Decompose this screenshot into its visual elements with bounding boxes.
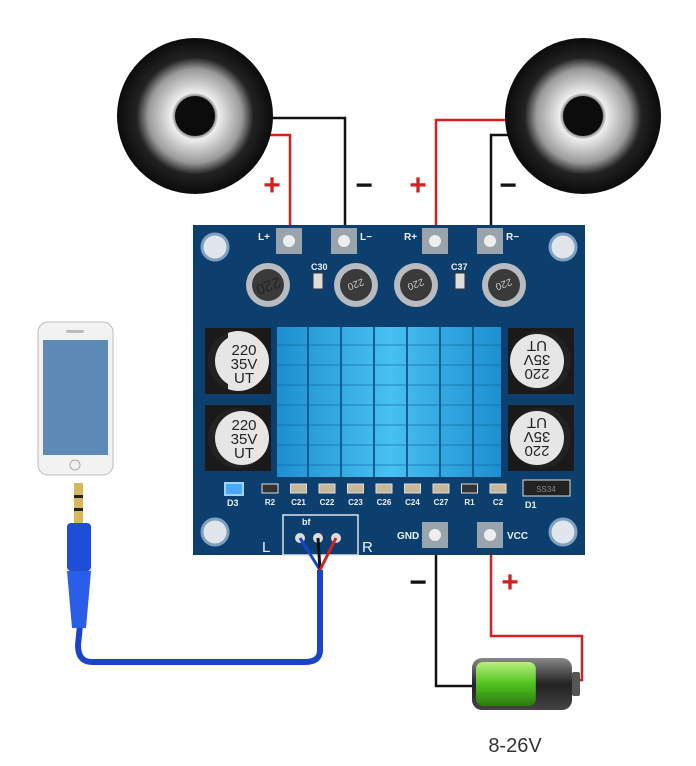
- battery-voltage-label: 8-26V: [488, 735, 542, 757]
- smd-label: R1: [464, 498, 475, 507]
- smd-component: [432, 483, 450, 494]
- svg-text:220: 220: [524, 365, 549, 382]
- svg-text:UT: UT: [234, 445, 254, 462]
- svg-text:35V: 35V: [524, 428, 551, 445]
- label-d3: D3: [227, 498, 239, 508]
- smd-row: R2 C21 C22 C23 C26 C24 C27 R1 C2: [261, 483, 507, 507]
- smd-label: C2: [493, 498, 504, 507]
- smd-label: C27: [434, 498, 449, 507]
- svg-text:220: 220: [231, 342, 256, 359]
- label-input-r: R: [362, 539, 373, 556]
- smd-label: R2: [265, 498, 276, 507]
- inductors: 220 220 220 220: [246, 263, 526, 307]
- smd-component: [318, 483, 336, 494]
- label-d1: D1: [525, 500, 537, 510]
- svg-text:220: 220: [231, 417, 256, 434]
- smd-component: [461, 483, 478, 494]
- svg-text:35V: 35V: [231, 356, 258, 373]
- smd-component: [347, 483, 364, 494]
- svg-text:SS34: SS34: [536, 485, 556, 494]
- left-plus-sign: +: [263, 169, 281, 202]
- label-c30: C30: [311, 262, 328, 272]
- smd-label: C22: [320, 498, 335, 507]
- left-speaker: [117, 38, 273, 194]
- label-r-plus: R+: [404, 232, 417, 243]
- smd-component: [489, 483, 507, 494]
- right-positive-wire: [434, 118, 515, 238]
- label-l-plus: L+: [258, 232, 270, 243]
- smd-component: [375, 483, 393, 494]
- smd-label: C23: [348, 498, 363, 507]
- label-vcc: VCC: [507, 531, 528, 542]
- svg-text:UT: UT: [527, 414, 547, 431]
- heatsink: [277, 327, 501, 477]
- svg-text:220: 220: [524, 442, 549, 459]
- svg-text:UT: UT: [234, 370, 254, 387]
- right-plus-sign: +: [409, 169, 427, 202]
- label-gnd: GND: [397, 531, 419, 542]
- smd-label: C26: [377, 498, 392, 507]
- svg-text:35V: 35V: [524, 351, 551, 368]
- gnd-minus-sign: −: [409, 566, 427, 599]
- label-input-l: L: [262, 539, 270, 556]
- right-minus-sign: −: [499, 169, 517, 202]
- svg-text:35V: 35V: [231, 431, 258, 448]
- vcc-plus-sign: +: [501, 566, 519, 599]
- label-c37: C37: [451, 262, 468, 272]
- right-speaker: [505, 38, 661, 194]
- smartphone: [37, 321, 114, 476]
- svg-text:UT: UT: [527, 337, 547, 354]
- audio-jack-plug: [67, 483, 91, 628]
- left-negative-wire: [262, 116, 347, 238]
- right-negative-wire: [489, 133, 515, 238]
- label-r-minus: R−: [506, 232, 519, 243]
- battery: 8-26V: [472, 658, 580, 757]
- amplifier-board: L+ L− R+ R− GND VCC C30 C37 D3 D1 bf L R…: [193, 225, 585, 556]
- smd-component: [404, 483, 421, 494]
- gnd-wire: [434, 540, 475, 688]
- smd-label: C21: [291, 498, 306, 507]
- led-d3: [224, 482, 244, 496]
- smd-component: [261, 483, 279, 494]
- diode-d1: SS34: [522, 479, 571, 497]
- smd-component: [290, 483, 307, 494]
- smd-label: C24: [405, 498, 420, 507]
- label-input: bf: [302, 517, 311, 527]
- left-positive-wire: [262, 133, 292, 238]
- label-l-minus: L−: [360, 232, 372, 243]
- audio-cable: [74, 537, 338, 665]
- left-minus-sign: −: [355, 169, 373, 202]
